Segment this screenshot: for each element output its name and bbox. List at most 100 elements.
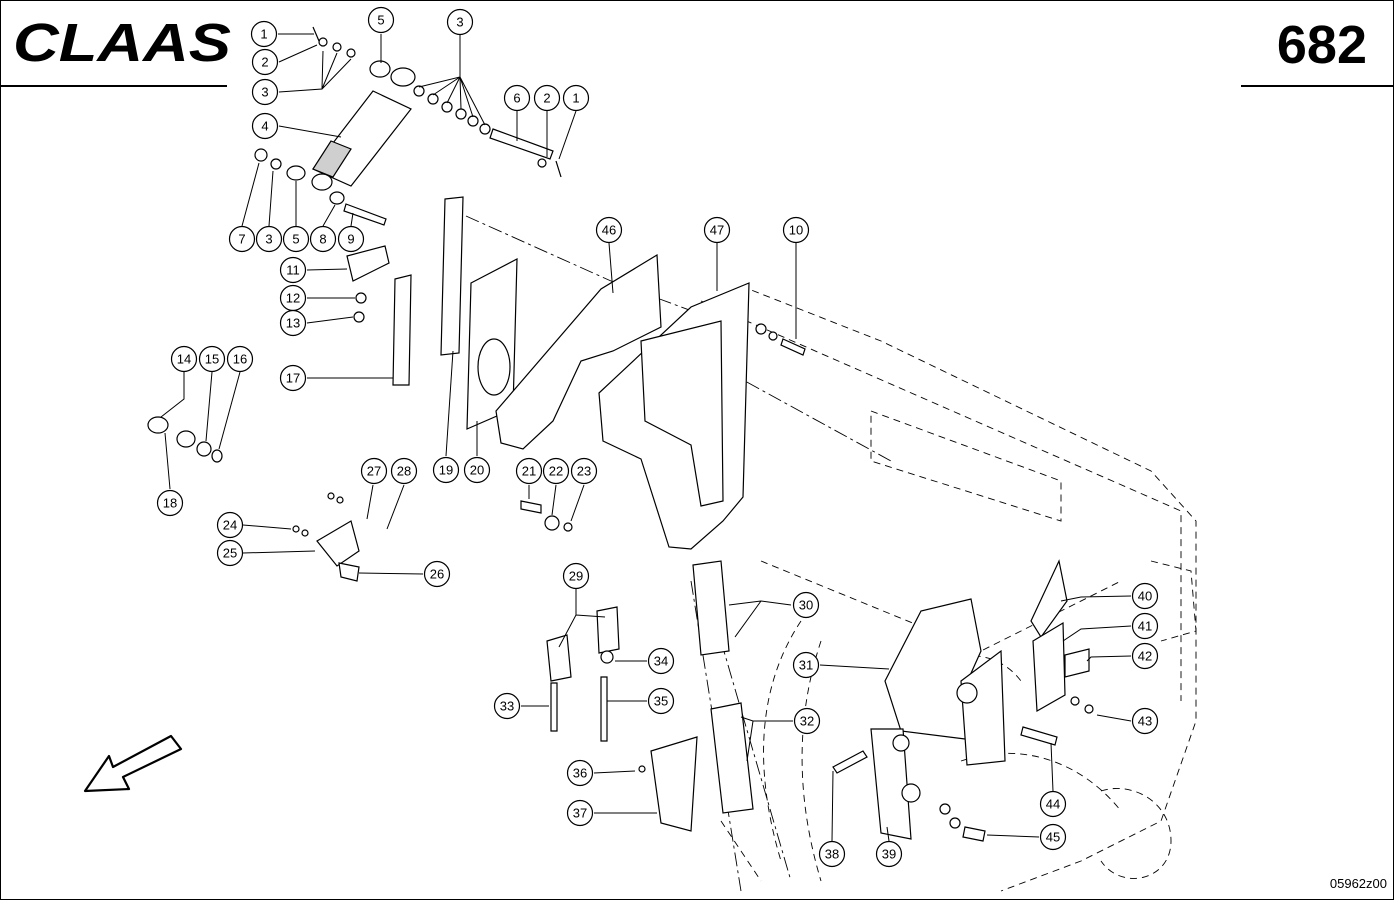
callout-number: 22	[549, 464, 563, 479]
callout-bubble: 21	[515, 457, 543, 485]
callout-bubble: 5	[282, 225, 310, 253]
callout-number: 12	[286, 291, 300, 306]
callout-bubble: 8	[309, 225, 337, 253]
callout-bubble: 11	[279, 256, 307, 284]
callout-bubble: 4	[251, 112, 279, 140]
callout-number: 34	[654, 654, 668, 669]
callout-bubble: 40	[1131, 582, 1159, 610]
callout-bubble: 42	[1131, 642, 1159, 670]
callout-bubble: 1	[562, 84, 590, 112]
callout-number: 26	[430, 567, 444, 582]
callout-bubble: 44	[1039, 790, 1067, 818]
callout-bubble: 13	[279, 309, 307, 337]
callout-bubble: 3	[446, 8, 474, 36]
callout-bubble: 46	[595, 216, 623, 244]
callout-bubble: 15	[198, 345, 226, 373]
header-rule-left	[1, 85, 227, 87]
callout-bubble: 2	[533, 84, 561, 112]
callout-number: 19	[439, 463, 453, 478]
callout-number: 39	[882, 847, 896, 862]
callout-number: 43	[1138, 714, 1152, 729]
callout-bubble: 38	[818, 840, 846, 868]
callout-bubble: 36	[566, 759, 594, 787]
callout-bubble: 28	[390, 457, 418, 485]
callout-bubble: 6	[503, 84, 531, 112]
callout-bubble: 23	[570, 457, 598, 485]
header-rule-right	[1241, 85, 1393, 87]
callout-bubble: 24	[216, 511, 244, 539]
callout-bubble: 18	[156, 489, 184, 517]
callout-bubble: 16	[226, 345, 254, 373]
callout-bubble: 17	[279, 364, 307, 392]
callout-number: 15	[205, 352, 219, 367]
callout-number: 11	[286, 263, 300, 278]
callout-bubble: 27	[360, 457, 388, 485]
callout-bubble: 31	[792, 651, 820, 679]
callout-number: 10	[789, 223, 803, 238]
callout-bubble: 45	[1039, 823, 1067, 851]
callout-bubble: 33	[493, 692, 521, 720]
callout-number: 45	[1046, 830, 1060, 845]
callout-number: 35	[654, 694, 668, 709]
callout-bubble: 25	[216, 539, 244, 567]
callout-bubbles: 1 2 3 5 3 4 6 2 1 7 3 5 8 9 46 47 10 11 …	[156, 6, 1159, 868]
callout-number: 37	[573, 806, 587, 821]
callout-number: 1	[260, 27, 267, 42]
callout-number: 40	[1138, 589, 1152, 604]
callout-bubble: 20	[463, 456, 491, 484]
callout-number: 44	[1046, 797, 1060, 812]
callout-number: 4	[261, 119, 268, 134]
callout-number: 14	[177, 352, 191, 367]
callout-number: 42	[1138, 649, 1152, 664]
callout-bubble: 9	[337, 225, 365, 253]
svg-text:CLAAS: CLAAS	[13, 15, 231, 67]
callout-bubble: 43	[1131, 707, 1159, 735]
callout-number: 3	[261, 85, 268, 100]
callout-bubble: 41	[1131, 612, 1159, 640]
hydraulic-cylinder	[254, 26, 562, 226]
callout-bubble: 1	[250, 20, 278, 48]
callout-bubble: 47	[703, 216, 731, 244]
callout-number: 20	[470, 463, 484, 478]
callout-number: 21	[522, 464, 536, 479]
callout-bubble: 7	[228, 225, 256, 253]
brand-logo: CLAAS	[11, 13, 236, 73]
callout-number: 1	[572, 91, 579, 106]
callout-number: 16	[233, 352, 247, 367]
callout-number: 9	[347, 232, 354, 247]
callout-number: 13	[286, 316, 300, 331]
callout-bubble: 29	[562, 562, 590, 590]
callout-bubble: 26	[423, 560, 451, 588]
leader-lines	[160, 33, 1132, 842]
callout-bubble: 12	[279, 284, 307, 312]
callout-bubble: 3	[255, 225, 283, 253]
callout-number: 46	[602, 223, 616, 238]
callout-number: 47	[710, 223, 724, 238]
callout-number: 27	[367, 464, 381, 479]
callout-bubble: 2	[251, 48, 279, 76]
callout-number: 28	[397, 464, 411, 479]
callout-number: 2	[261, 55, 268, 70]
callout-number: 30	[799, 598, 813, 613]
arrow-down-left-icon	[83, 734, 183, 793]
callout-number: 5	[377, 13, 384, 28]
callout-bubble: 32	[793, 707, 821, 735]
side-plates	[440, 196, 750, 550]
callout-number: 3	[456, 15, 463, 30]
callout-number: 32	[800, 714, 814, 729]
callout-number: 31	[799, 658, 813, 673]
callout-bubble: 3	[251, 78, 279, 106]
callout-bubble: 5	[367, 6, 395, 34]
drawing-code: 05962z00	[1329, 876, 1387, 891]
callout-bubble: 22	[542, 457, 570, 485]
callout-number: 23	[577, 464, 591, 479]
callout-number: 41	[1138, 619, 1152, 634]
callout-bubble: 19	[432, 456, 460, 484]
callout-number: 25	[223, 546, 237, 561]
sheet-number: 682	[1276, 15, 1367, 75]
callout-number: 3	[265, 232, 272, 247]
callout-number: 36	[573, 766, 587, 781]
callout-bubble: 10	[782, 216, 810, 244]
